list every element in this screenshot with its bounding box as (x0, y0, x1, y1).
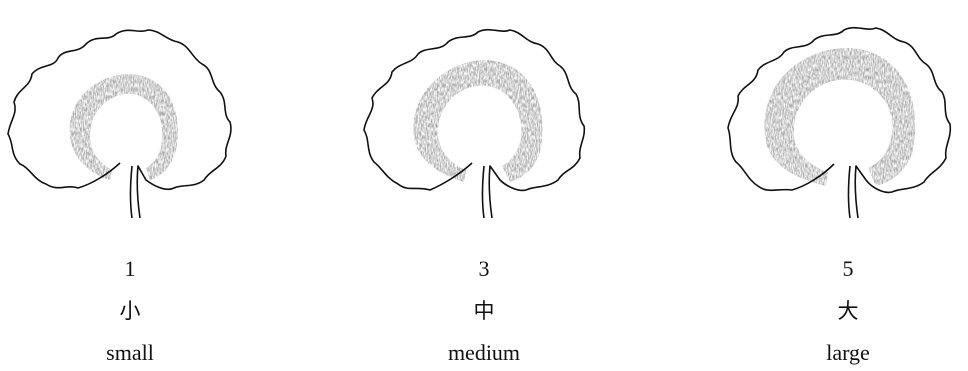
size-score-medium: 3 (478, 256, 490, 281)
size-score-large: 5 (842, 256, 854, 281)
leaf-zone-large (764, 48, 916, 186)
size-score-small: 1 (124, 256, 136, 281)
size-label-zh-large: 大 (837, 299, 859, 323)
leaf-zone-small (69, 74, 178, 180)
size-label-zh-small: 小 (119, 299, 141, 323)
leaf-outline-large (727, 26, 952, 219)
leaf-drawing-small (7, 29, 232, 219)
leaf-figure-medium: 3 中 medium (354, 0, 614, 371)
leaf-zone-medium (413, 60, 543, 182)
size-label-en-large: large (826, 340, 870, 365)
leaf-figure-large: 5 大 large (718, 0, 968, 371)
size-label-zh-medium: 中 (473, 299, 495, 323)
leaf-drawing-large (727, 26, 952, 219)
leaf-drawing-medium (363, 28, 586, 219)
leaf-figure-small: 1 小 small (0, 0, 260, 371)
leaf-outline-medium (363, 28, 586, 219)
size-label-en-medium: medium (447, 340, 521, 365)
size-label-en-small: small (106, 340, 154, 365)
leaf-outline-small (7, 29, 232, 219)
